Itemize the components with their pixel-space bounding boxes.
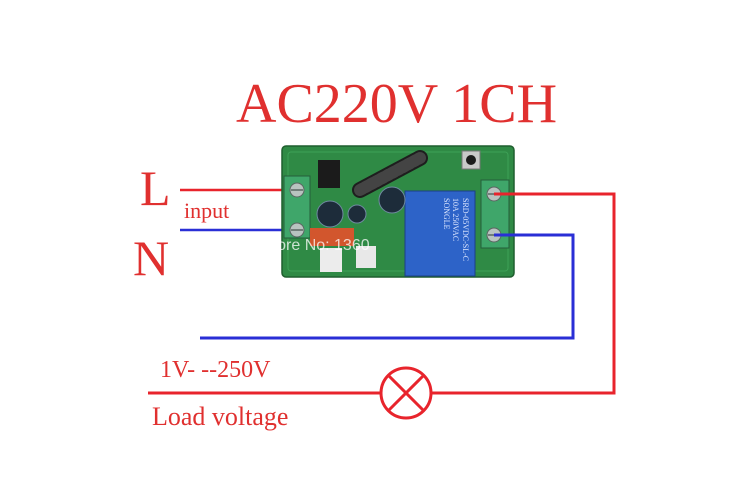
live-output-wire bbox=[431, 192, 616, 395]
capacitor-2 bbox=[347, 204, 367, 224]
learn-button bbox=[461, 150, 481, 170]
neutral-output-wire bbox=[200, 233, 575, 340]
store-watermark: Store No: 1360 bbox=[262, 237, 370, 254]
neutral-label: N bbox=[133, 230, 169, 286]
voltage-range-label: 1V- --250V bbox=[160, 357, 271, 383]
load-voltage-label: Load voltage bbox=[152, 402, 288, 431]
capacitor-1 bbox=[316, 200, 344, 228]
relay-text-3: SONGLE bbox=[442, 198, 451, 230]
relay-text-1: SRD-05VDC-SL-C bbox=[461, 198, 470, 261]
white-component bbox=[320, 248, 342, 272]
input-label: input bbox=[184, 198, 229, 223]
input-terminal-block bbox=[283, 175, 311, 239]
live-label: L bbox=[140, 160, 171, 216]
capacitor-3 bbox=[378, 186, 406, 214]
diagram-title: AC220V 1CH bbox=[236, 73, 557, 135]
white-component-2 bbox=[356, 246, 376, 268]
relay: SRD-05VDC-SL-C 10A 250VAC SONGLE bbox=[404, 190, 476, 277]
ic-chip bbox=[318, 160, 340, 188]
receiver-board: SRD-05VDC-SL-C 10A 250VAC SONGLE Store N… bbox=[262, 145, 515, 278]
relay-text-2: 10A 250VAC bbox=[451, 198, 460, 241]
lamp-cross-icon bbox=[379, 366, 433, 420]
antenna-coil bbox=[352, 150, 428, 198]
output-terminal-block bbox=[480, 179, 510, 249]
red-capacitor bbox=[310, 228, 354, 246]
